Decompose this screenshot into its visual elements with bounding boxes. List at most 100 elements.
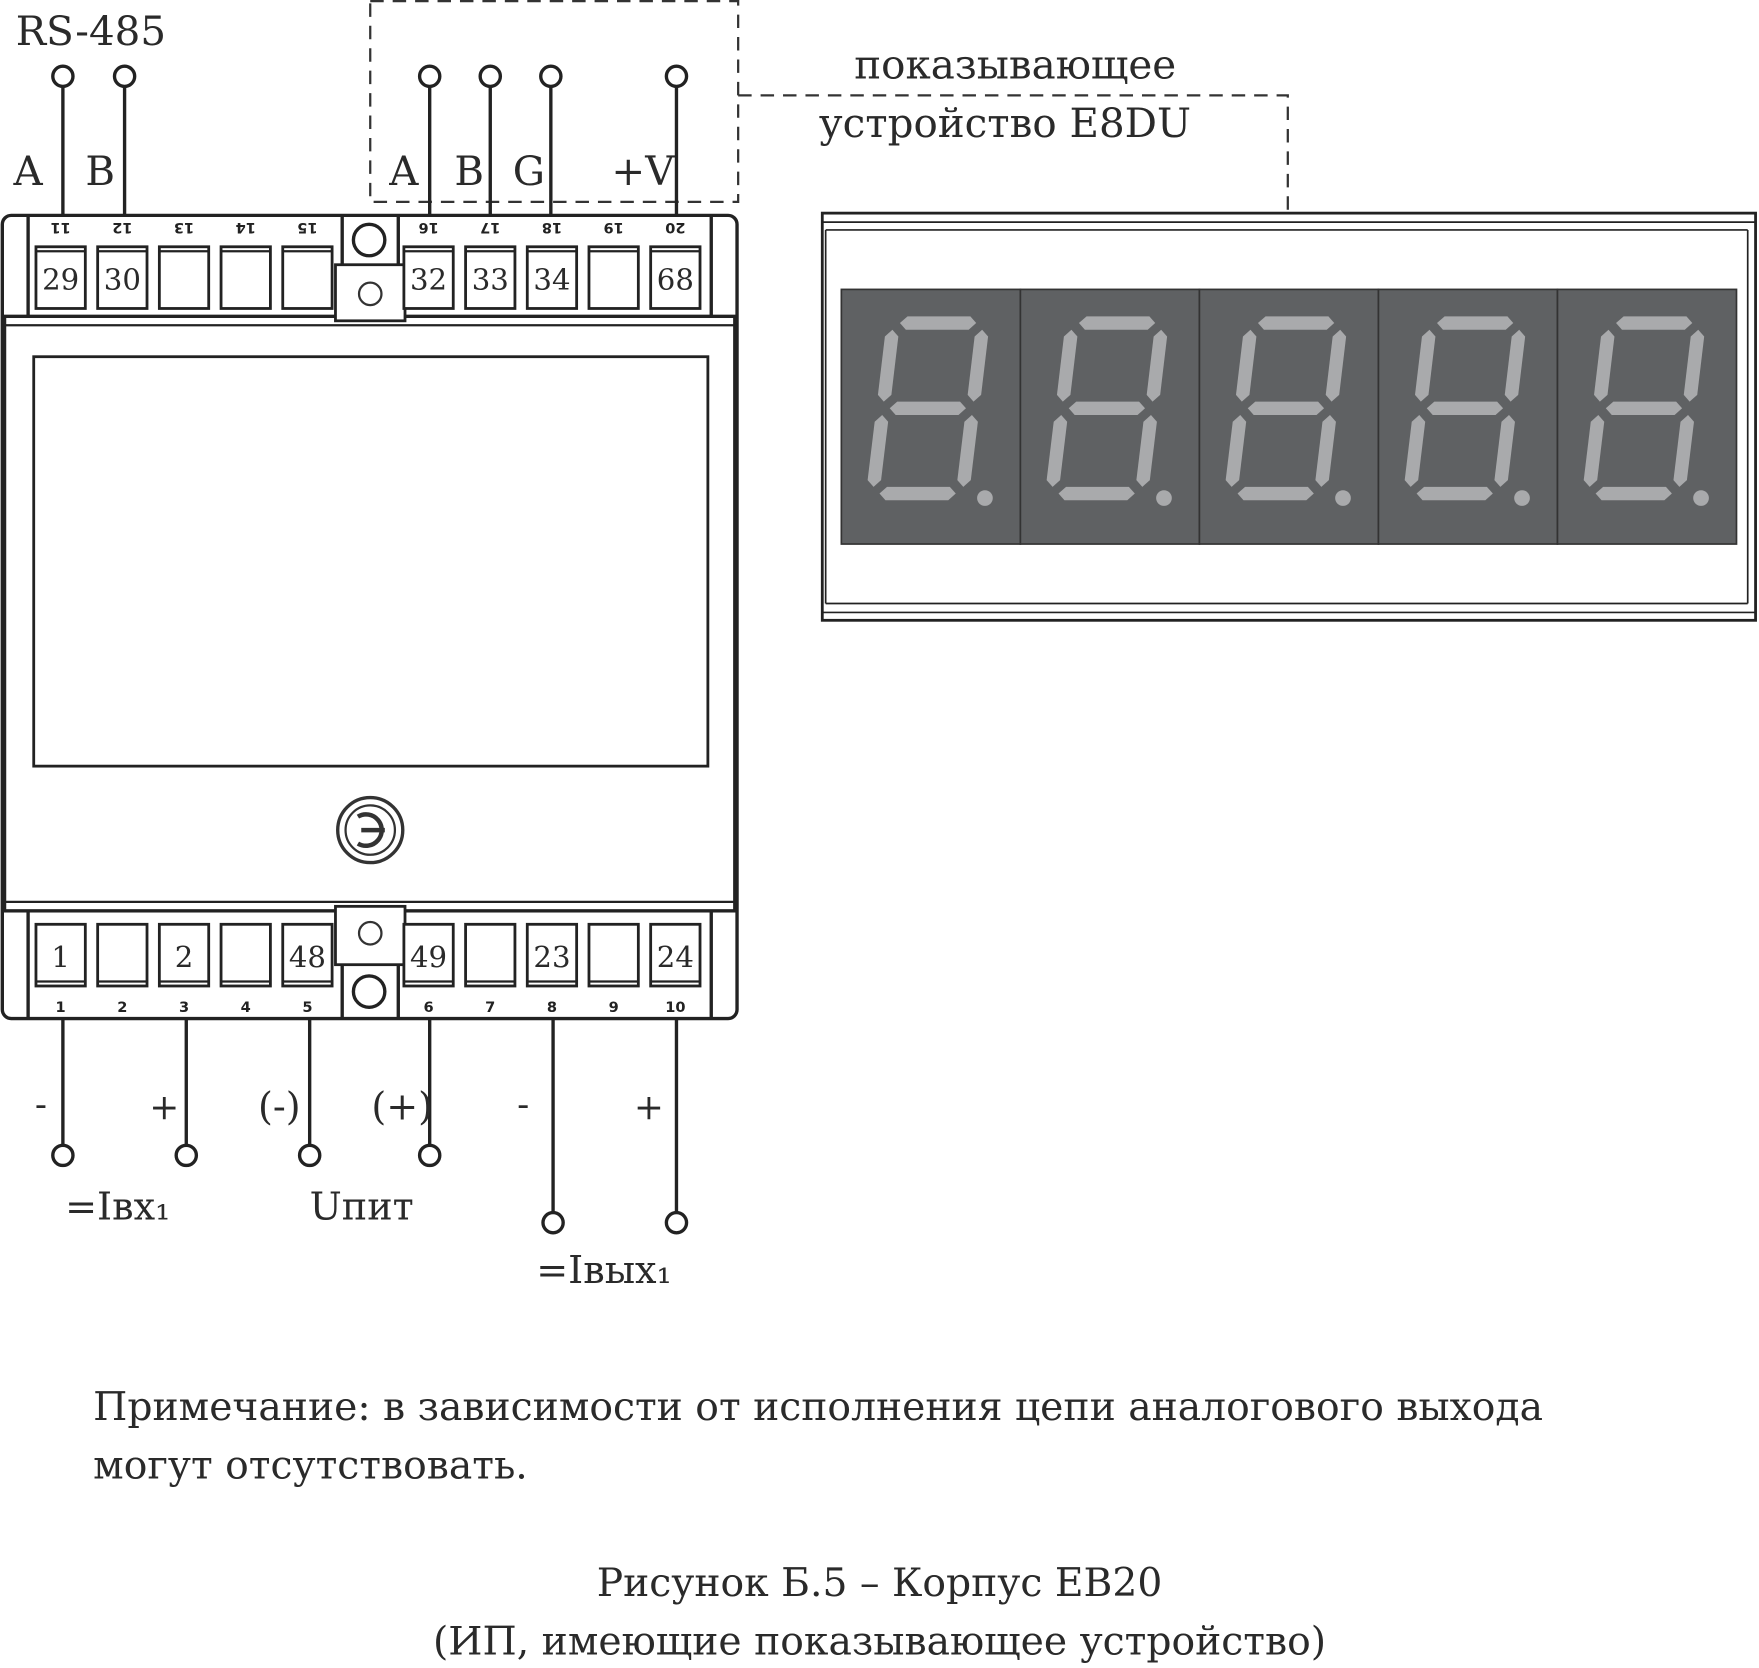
digit-segment-d [1416, 486, 1493, 501]
top-terminal-position: 17 [480, 219, 500, 236]
digit-segment-a [1078, 316, 1156, 330]
top-terminal-contact: 68 [657, 262, 694, 296]
digit-segment-a [1257, 316, 1335, 330]
top-screw-icon [357, 281, 383, 307]
bottom-terminal: 32 [157, 922, 211, 1016]
power-supply-label: Uпит [310, 1184, 414, 1228]
rs485-b-wire [112, 64, 137, 216]
display-label-g: G [513, 148, 545, 195]
bottom-terminal-position: 4 [241, 999, 251, 1016]
output-plus-label: + [634, 1087, 664, 1128]
figure-caption: Рисунок Б.5 – Корпус ЕВ20 [597, 1561, 1163, 1606]
top-terminal: 14 [219, 219, 272, 310]
bottom-terminal-position: 3 [179, 999, 189, 1016]
digit-segment-c [1673, 415, 1694, 487]
display-a-wire [417, 64, 442, 216]
output-minus-label: - [517, 1084, 529, 1125]
decimal-point [1335, 490, 1351, 506]
display-digit [1019, 288, 1201, 545]
top-terminal-position: 11 [50, 219, 70, 236]
bottom-terminal: 11 [34, 922, 87, 1016]
digit-segment-c [957, 415, 978, 487]
digit-segment-b [1146, 329, 1168, 402]
figure-subcaption: (ИП, имеющие показывающее устройство) [433, 1620, 1326, 1665]
display-label-a: A [388, 148, 419, 195]
top-terminal: 19 [587, 219, 640, 310]
top-terminal-contact: 29 [42, 262, 79, 296]
bottom-terminal-position: 7 [485, 999, 495, 1016]
top-terminal-position: 20 [665, 219, 685, 236]
bottom-terminal-block: 11 2 32 4 5 48 649 7 8 23 9 10 24 [34, 922, 702, 1016]
top-terminal-contact: 34 [533, 262, 570, 296]
rs485-a-wire [51, 64, 75, 216]
bottom-terminal: 4 [219, 922, 272, 1016]
bottom-terminal-contact: 24 [657, 940, 694, 974]
display-device-label-2: устройство E8DU [819, 100, 1191, 147]
rs485-label-a: A [13, 148, 44, 195]
digit-segment-d [1595, 486, 1672, 501]
device-body [0, 213, 739, 1021]
digit-segment-c [1315, 415, 1336, 487]
bottom-terminal: 10 24 [649, 922, 702, 1016]
bottom-terminal: 7 [464, 922, 517, 1016]
digit-segment-d [1237, 486, 1314, 501]
bottom-wires [51, 1018, 689, 1235]
bottom-terminal: 5 48 [281, 922, 334, 1016]
note-line-2: могут отсутствовать. [93, 1443, 528, 1488]
digit-segment-a [1616, 316, 1693, 330]
display-digit [1377, 288, 1559, 545]
rs485-title: RS-485 [16, 8, 166, 55]
digit-segment-g [1068, 401, 1146, 416]
bottom-terminal: 2 [96, 922, 149, 1016]
display-device-label-1: показывающее [854, 42, 1176, 89]
bottom-terminal-contact: 48 [289, 940, 326, 974]
display-label-v: +V [611, 148, 675, 195]
top-terminal-contact: 30 [104, 262, 141, 296]
input-current-label: =Iвх₁ [65, 1184, 170, 1228]
bottom-terminal-position: 8 [547, 999, 557, 1016]
decimal-point [977, 490, 993, 506]
digit-segment-g [1605, 401, 1683, 416]
bottom-terminal: 9 [587, 922, 640, 1016]
digit-segment-b [1683, 329, 1705, 402]
digit-segment-b [1325, 329, 1347, 402]
display-digit [840, 288, 1022, 545]
bottom-terminal-position: 5 [302, 999, 312, 1016]
bottom-screw-icon [357, 920, 383, 946]
digit-segment-e [1404, 415, 1426, 487]
output-current-label: =Iвых₁ [536, 1248, 672, 1292]
digit-segment-b [967, 329, 989, 402]
decimal-point [1156, 490, 1172, 506]
manufacturer-logo-icon [336, 795, 405, 865]
bottom-terminal-contact: 23 [533, 940, 570, 974]
digit-segment-d [1058, 486, 1135, 501]
digit-segment-f [1594, 329, 1615, 402]
power-plus-label: (+) [371, 1084, 433, 1128]
digit-segment-a [1436, 316, 1514, 330]
bottom-terminal-position: 2 [117, 999, 127, 1016]
digit-segment-b [1504, 329, 1526, 402]
bottom-terminal-position: 10 [665, 999, 685, 1016]
digit-segment-g [889, 401, 966, 416]
decimal-point [1514, 490, 1530, 506]
top-terminal: 13 [157, 219, 211, 310]
display-label-b: B [454, 148, 484, 195]
digit-segment-c [1136, 415, 1157, 487]
display-g-wire [539, 64, 563, 216]
rs485-label-b: B [85, 148, 115, 195]
digit-segment-e [1046, 415, 1068, 487]
top-terminal-position: 18 [542, 219, 562, 236]
seven-segment-display [840, 288, 1738, 545]
top-terminal: 15 [281, 219, 334, 310]
top-terminal: 11 29 [34, 219, 87, 310]
top-terminal-position: 15 [297, 219, 317, 236]
bottom-mount-hole [351, 974, 387, 1009]
bottom-terminal: 649 [402, 922, 455, 1016]
top-terminal-contact: 33 [472, 262, 509, 296]
